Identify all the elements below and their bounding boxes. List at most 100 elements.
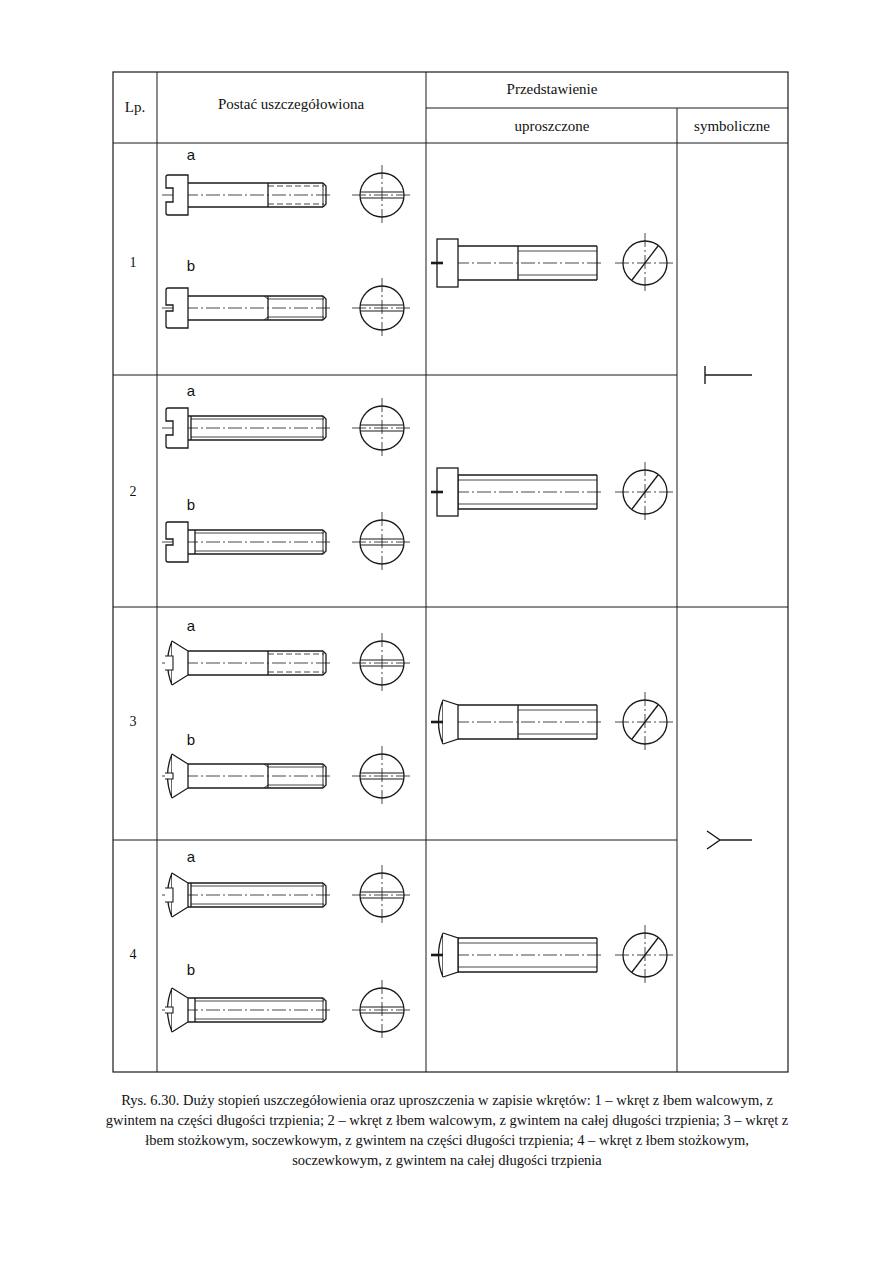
thread-root-line	[268, 299, 324, 300]
slot-notch	[165, 1007, 173, 1013]
chamfer	[323, 416, 326, 440]
shank-line	[188, 529, 323, 530]
detailed-screw	[162, 398, 412, 458]
shank-line	[188, 206, 323, 207]
row-line	[113, 375, 677, 376]
shank-line	[188, 787, 323, 788]
header-cell: uproszczone	[515, 118, 590, 135]
shank-line	[188, 415, 323, 416]
thread-root-line	[458, 967, 597, 968]
chamfer	[323, 764, 326, 788]
thread-root-line	[195, 1001, 324, 1002]
center-line	[382, 746, 383, 806]
variant-letter: b	[187, 258, 195, 275]
row-line	[113, 840, 677, 841]
thread-root-line	[195, 551, 324, 552]
center-line	[382, 512, 383, 572]
detailed-screw	[162, 865, 412, 925]
thread-root-line	[458, 504, 597, 505]
thread-root-line	[268, 672, 324, 673]
thread-root-line	[518, 251, 597, 252]
row-line	[426, 108, 788, 109]
shank-line	[188, 553, 323, 554]
shank-line	[458, 704, 597, 705]
chamfer	[323, 651, 326, 675]
slot-line	[360, 1012, 404, 1013]
symbol-countersunk-head	[707, 831, 752, 849]
outline-path	[264, 764, 268, 788]
shank-line	[188, 295, 323, 296]
slot-line	[360, 778, 404, 779]
thread-root-line	[518, 275, 597, 276]
chamfer	[323, 296, 326, 320]
detailed-screw	[162, 980, 412, 1040]
chamfer	[323, 883, 326, 907]
table-border	[113, 72, 788, 1072]
slot-line	[360, 191, 404, 192]
shank-line	[458, 508, 597, 509]
center-line	[382, 165, 383, 225]
shank-line	[458, 474, 597, 475]
slot-mark	[632, 938, 658, 972]
slot-line	[360, 1006, 404, 1007]
slot-notch	[165, 773, 173, 779]
thread-end-line	[267, 764, 268, 788]
simplified-screw	[431, 925, 675, 985]
row-number: 1	[130, 255, 137, 270]
shank-line	[188, 1021, 323, 1022]
slot-line	[360, 304, 404, 305]
shank-line	[188, 319, 323, 320]
shank-line	[188, 182, 323, 183]
slot-line	[360, 544, 404, 545]
symbolic-marks	[705, 366, 752, 849]
thread-end-line	[194, 530, 195, 554]
chamfer	[323, 183, 326, 207]
thread-root-line	[458, 943, 597, 944]
row-number: 3	[130, 714, 137, 729]
outline-path	[264, 296, 268, 320]
header-cell: symboliczne	[694, 118, 770, 135]
variant-letter: a	[187, 147, 195, 164]
slot-line	[360, 310, 404, 311]
thread-root-line	[268, 317, 324, 318]
slot-line	[360, 772, 404, 773]
thread-root-line	[195, 533, 324, 534]
center-line	[382, 865, 383, 925]
slot-line	[360, 659, 404, 660]
slot-mark	[632, 475, 658, 509]
shank-line	[188, 650, 323, 651]
cylinder-head	[166, 522, 188, 562]
slot-line	[360, 891, 404, 892]
chamfer-line	[323, 998, 324, 1022]
thread-root-line	[268, 654, 324, 655]
thread-end-line	[267, 183, 268, 207]
detailed-screw	[162, 278, 412, 338]
detailed-screw	[162, 512, 412, 572]
column-line	[677, 108, 678, 1072]
row-number: 2	[130, 484, 137, 499]
slot-line	[360, 897, 404, 898]
slot-line	[360, 665, 404, 666]
shank-line	[458, 971, 597, 972]
variant-letter: a	[187, 383, 195, 400]
slot-line	[360, 197, 404, 198]
column-line	[426, 72, 427, 1072]
countersunk-head	[172, 988, 188, 1032]
slot-mark	[431, 491, 443, 494]
thread-root-line	[191, 886, 324, 887]
countersunk-head	[172, 641, 188, 685]
column-line	[157, 72, 158, 1072]
detailed-screw	[162, 746, 412, 806]
header-cell: Lp.	[125, 99, 145, 116]
simplified-screw	[431, 233, 675, 293]
thread-end-line	[190, 416, 191, 440]
variant-letter: b	[187, 962, 195, 979]
center-line	[382, 278, 383, 338]
thread-root-line	[518, 734, 597, 735]
shank-line	[188, 674, 323, 675]
shank-line	[188, 439, 323, 440]
cylinder-head	[166, 175, 188, 215]
countersunk-head	[172, 754, 188, 798]
variant-letter: a	[187, 849, 195, 866]
thread-root-line	[268, 186, 324, 187]
